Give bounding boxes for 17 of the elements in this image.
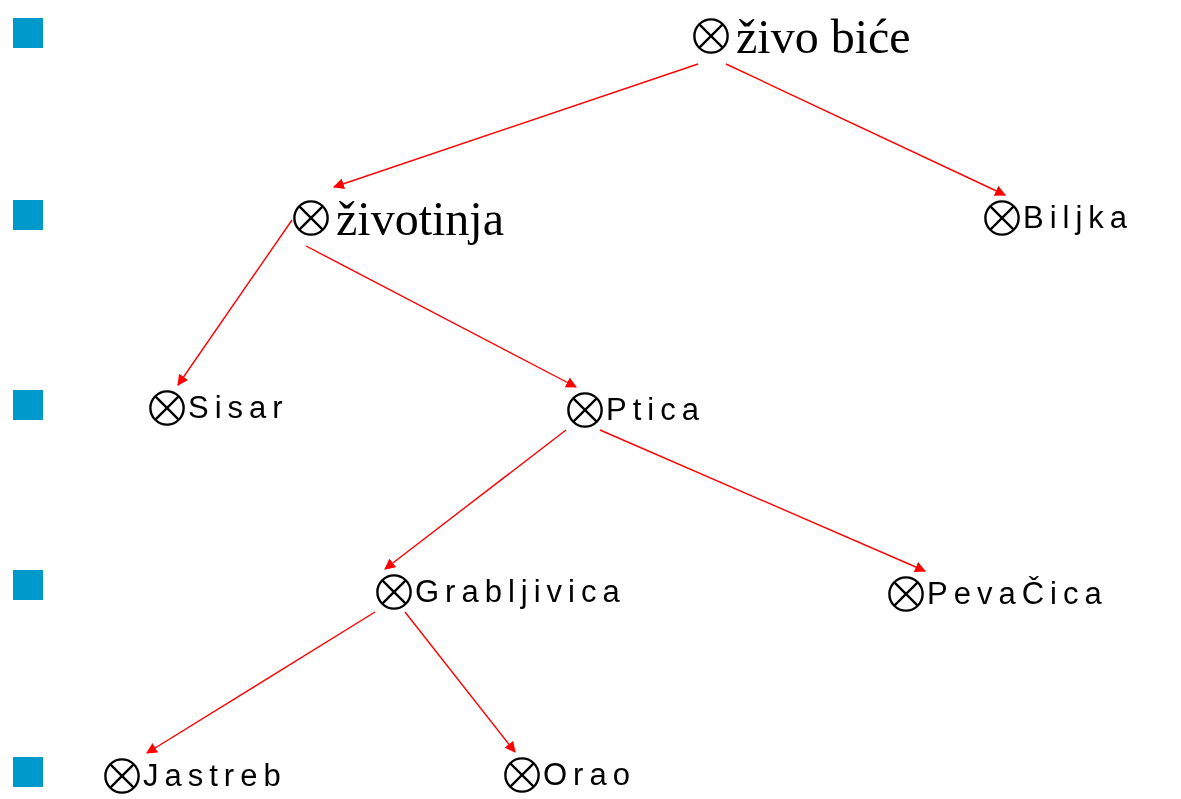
node-label: Ptica — [606, 392, 705, 428]
arrow — [404, 611, 516, 753]
arrow — [384, 429, 567, 570]
node-label: Orao — [543, 757, 636, 793]
arrow — [332, 63, 699, 190]
node-label: životinja — [336, 190, 504, 246]
arrow — [146, 611, 376, 754]
node-label: Grabljivica — [415, 574, 626, 610]
arrow — [305, 245, 577, 388]
arrow — [725, 63, 1006, 196]
node-label: PevaČica — [927, 576, 1108, 612]
node-label: Sisar — [188, 390, 289, 426]
node-label: Biljka — [1023, 200, 1134, 236]
node-label: Jastreb — [143, 758, 287, 794]
arrow — [599, 429, 926, 573]
node-label: živo biće — [736, 8, 911, 64]
arrow — [177, 219, 293, 386]
